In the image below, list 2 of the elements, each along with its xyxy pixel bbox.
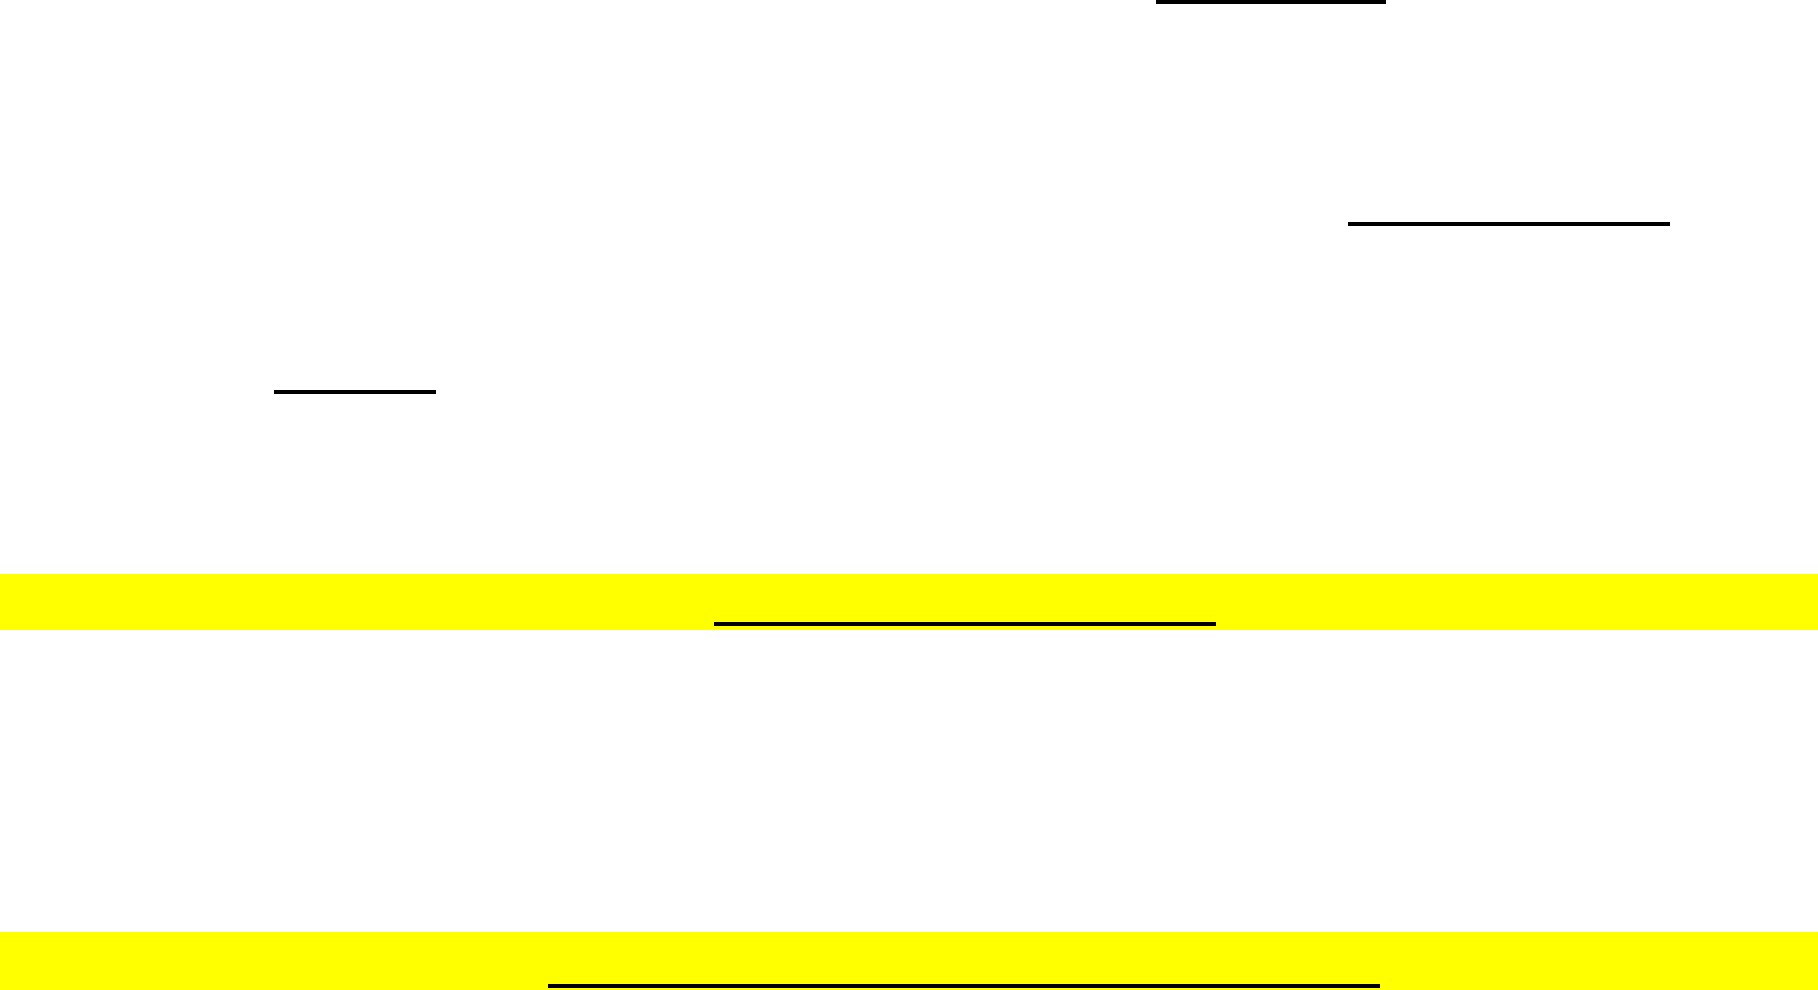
highlight-band	[0, 932, 1818, 990]
highlight-band	[0, 574, 1818, 630]
